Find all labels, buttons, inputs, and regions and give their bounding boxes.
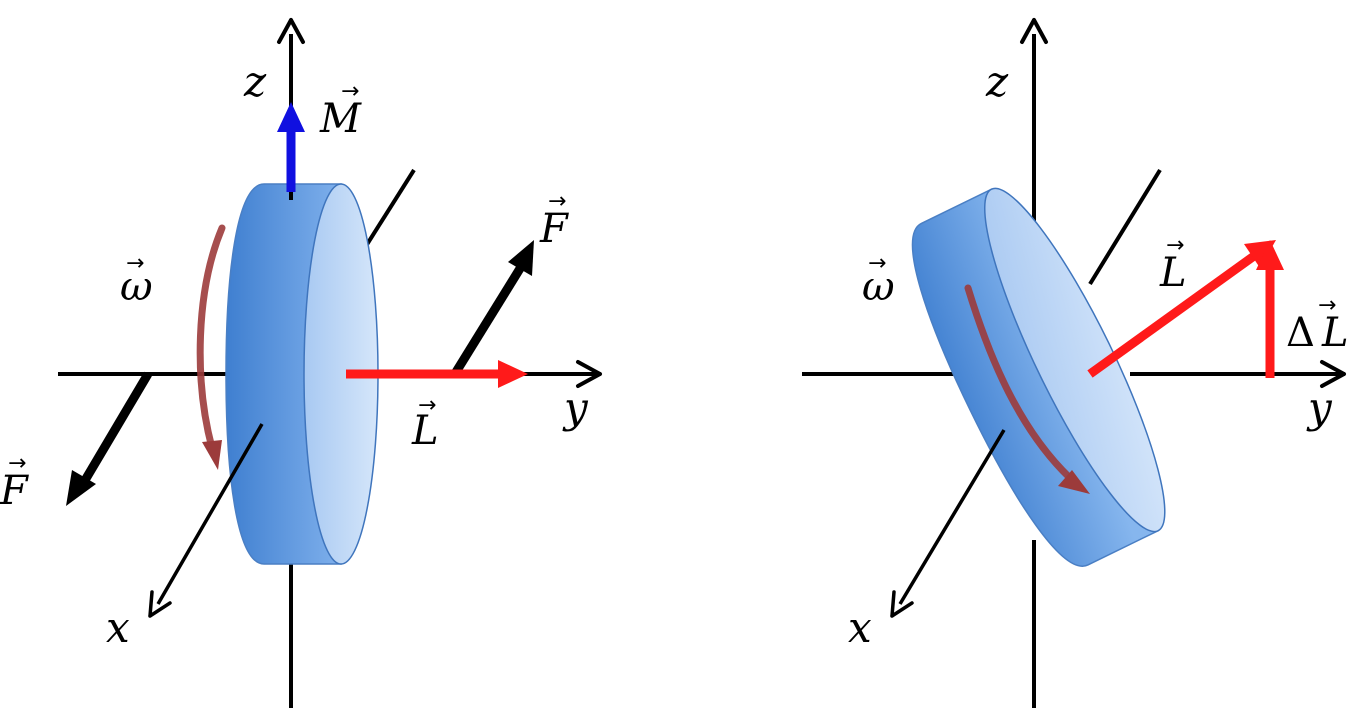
left-force-top-label-vec-arrow: → xyxy=(548,189,566,214)
left-force-bottom-label-text: F xyxy=(0,468,29,514)
left-x-label: x xyxy=(106,603,130,652)
right-momentum-shaft xyxy=(1087,252,1257,378)
right-z-label: z xyxy=(985,57,1009,106)
right-omega-arrow xyxy=(964,284,1074,482)
left-z-label: z xyxy=(243,57,267,106)
right-momentum-label: L → xyxy=(1159,233,1187,296)
right-delta-momentum-label: Δ L → xyxy=(1286,293,1349,356)
right-y-axis-arrowhead xyxy=(1320,360,1346,388)
right-z-axis-arrowhead xyxy=(1020,18,1048,44)
right-omega-arrowhead xyxy=(1058,470,1090,494)
right-delta-momentum-label-text: L xyxy=(1321,310,1349,356)
left-omega-arrow xyxy=(196,224,226,452)
right-delta-momentum-label-vec-arrow: → xyxy=(1318,293,1336,318)
left-y-label: y xyxy=(562,383,589,432)
right-depth-axis-back xyxy=(1088,168,1162,286)
left-force-bottom-label: F → xyxy=(0,451,29,514)
left-momentum-label-vec-arrow: → xyxy=(418,393,436,418)
left-force-bottom-arrowhead xyxy=(66,470,96,506)
left-y-axis-arrowhead xyxy=(576,360,602,388)
right-omega-label: ω → xyxy=(862,251,895,310)
left-force-top-shaft xyxy=(452,259,528,375)
right-y-label: y xyxy=(1306,383,1333,432)
left-panel: z y x M → L → F → F → ω → xyxy=(0,18,602,708)
left-moment-label-vec-arrow: → xyxy=(341,79,359,104)
left-force-top-arrowhead xyxy=(508,240,534,276)
left-force-bottom-label-vec-arrow: → xyxy=(8,451,26,476)
left-moment-arrowhead xyxy=(277,102,305,132)
left-momentum-arrowhead xyxy=(498,360,528,388)
right-panel: z y x L → Δ L → ω → xyxy=(802,18,1349,708)
right-momentum-label-vec-arrow: → xyxy=(1166,233,1184,258)
left-moment-label-text: M xyxy=(319,96,362,142)
right-delta-momentum-arrowhead xyxy=(1256,240,1284,270)
left-momentum-label-text: L xyxy=(411,408,439,454)
left-omega-label: ω → xyxy=(120,251,153,310)
left-moment-label: M → xyxy=(319,79,362,142)
right-x-axis xyxy=(898,429,1006,605)
right-x-axis-arrowhead xyxy=(890,590,914,618)
right-x-label: x xyxy=(848,603,872,652)
left-x-axis-arrowhead xyxy=(148,590,172,618)
left-force-top-label-text: F xyxy=(539,206,569,252)
right-omega-label-vec-arrow: → xyxy=(868,251,886,276)
left-force-top-label: F → xyxy=(539,189,569,252)
right-disc-face xyxy=(983,187,1166,533)
left-omega-label-vec-arrow: → xyxy=(126,251,144,276)
left-omega-label-text: ω xyxy=(120,264,153,310)
left-omega-arrowhead xyxy=(202,440,222,470)
right-disc xyxy=(911,187,1166,567)
right-omega-label-text: ω xyxy=(862,264,895,310)
right-delta-momentum-delta: Δ xyxy=(1286,310,1315,356)
left-momentum-label: L → xyxy=(411,393,439,454)
left-depth-axis-back xyxy=(364,168,416,248)
left-x-axis xyxy=(156,423,264,605)
left-disc xyxy=(225,183,379,565)
right-momentum-label-text: L xyxy=(1159,250,1187,296)
left-z-axis-arrowhead xyxy=(277,18,305,44)
left-force-bottom-shaft xyxy=(80,371,152,485)
